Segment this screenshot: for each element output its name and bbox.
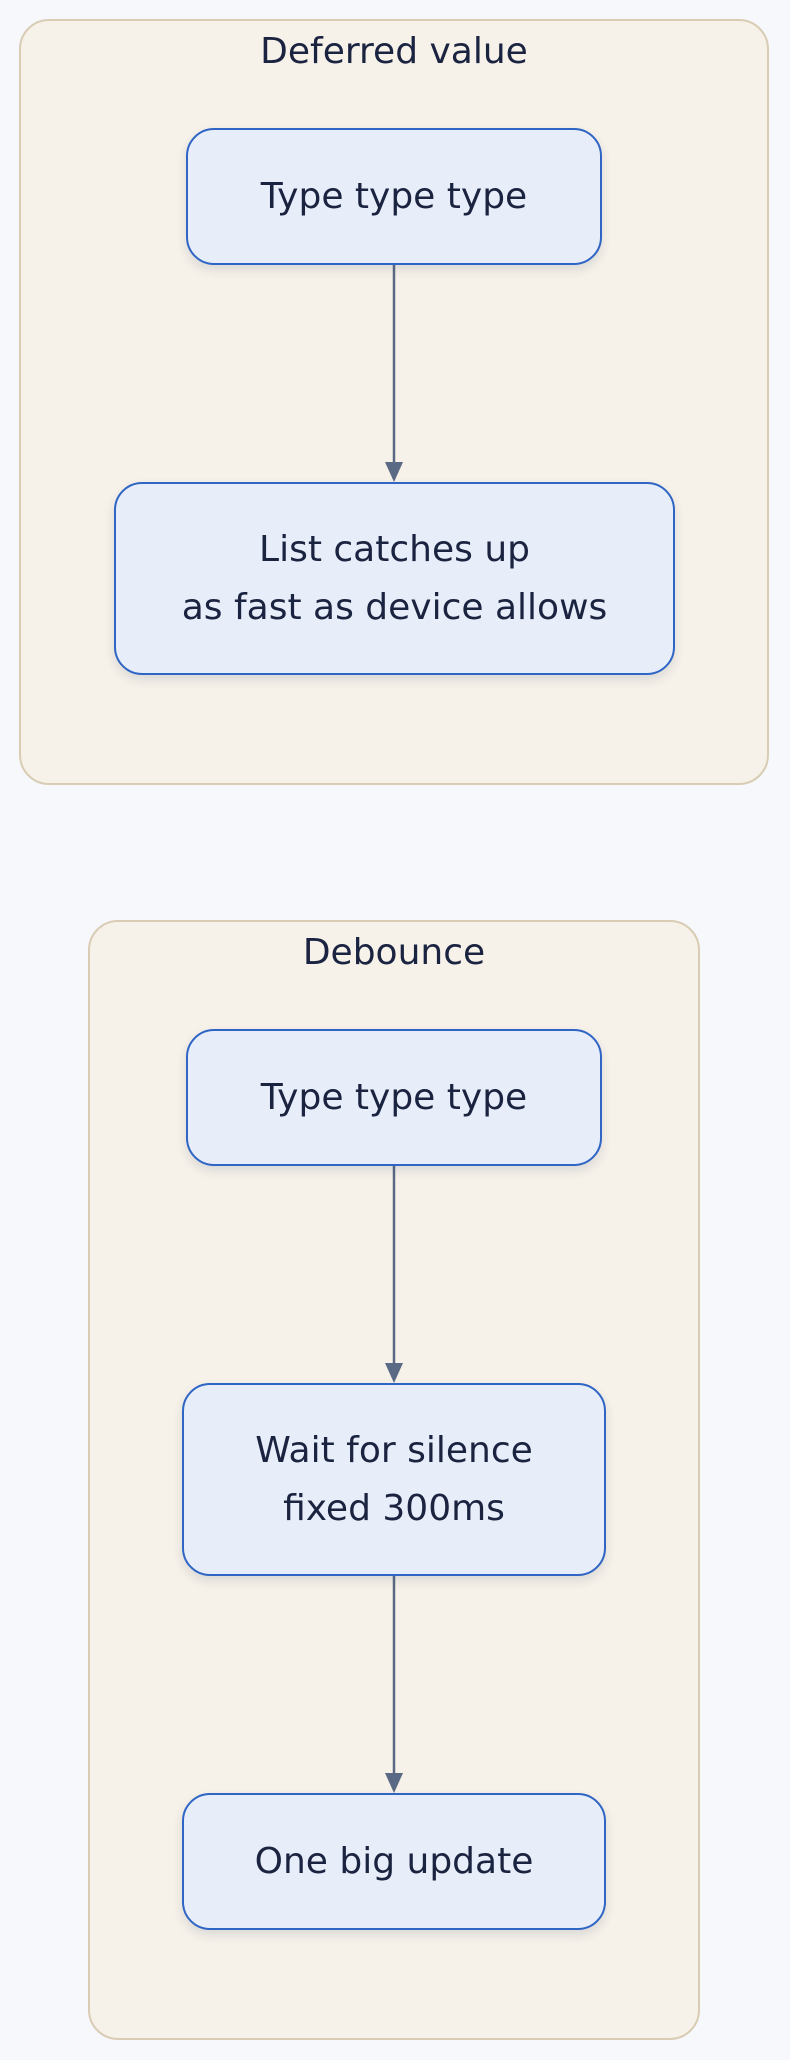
node-type-type-type: Type type type [186, 1029, 602, 1166]
node-label-line: One big update [254, 1840, 534, 1882]
node-wait-for-silence: Wait for silence fixed 300ms [182, 1383, 606, 1576]
node-type-type-type: Type type type [186, 128, 602, 265]
node-label-line: as fast as device allows [181, 586, 608, 628]
cluster-title: Debounce [302, 932, 486, 973]
node-list-catches-up: List catches up as fast as device allows [114, 482, 675, 675]
node-label-line: Wait for silence [255, 1429, 533, 1471]
node-label-line: Type type type [260, 175, 528, 217]
cluster-title: Deferred value [260, 31, 528, 72]
node-label-line: fixed 300ms [283, 1487, 505, 1529]
node-label-line: List catches up [259, 528, 530, 570]
node-label-line: Type type type [260, 1076, 528, 1118]
node-one-big-update: One big update [182, 1793, 606, 1930]
